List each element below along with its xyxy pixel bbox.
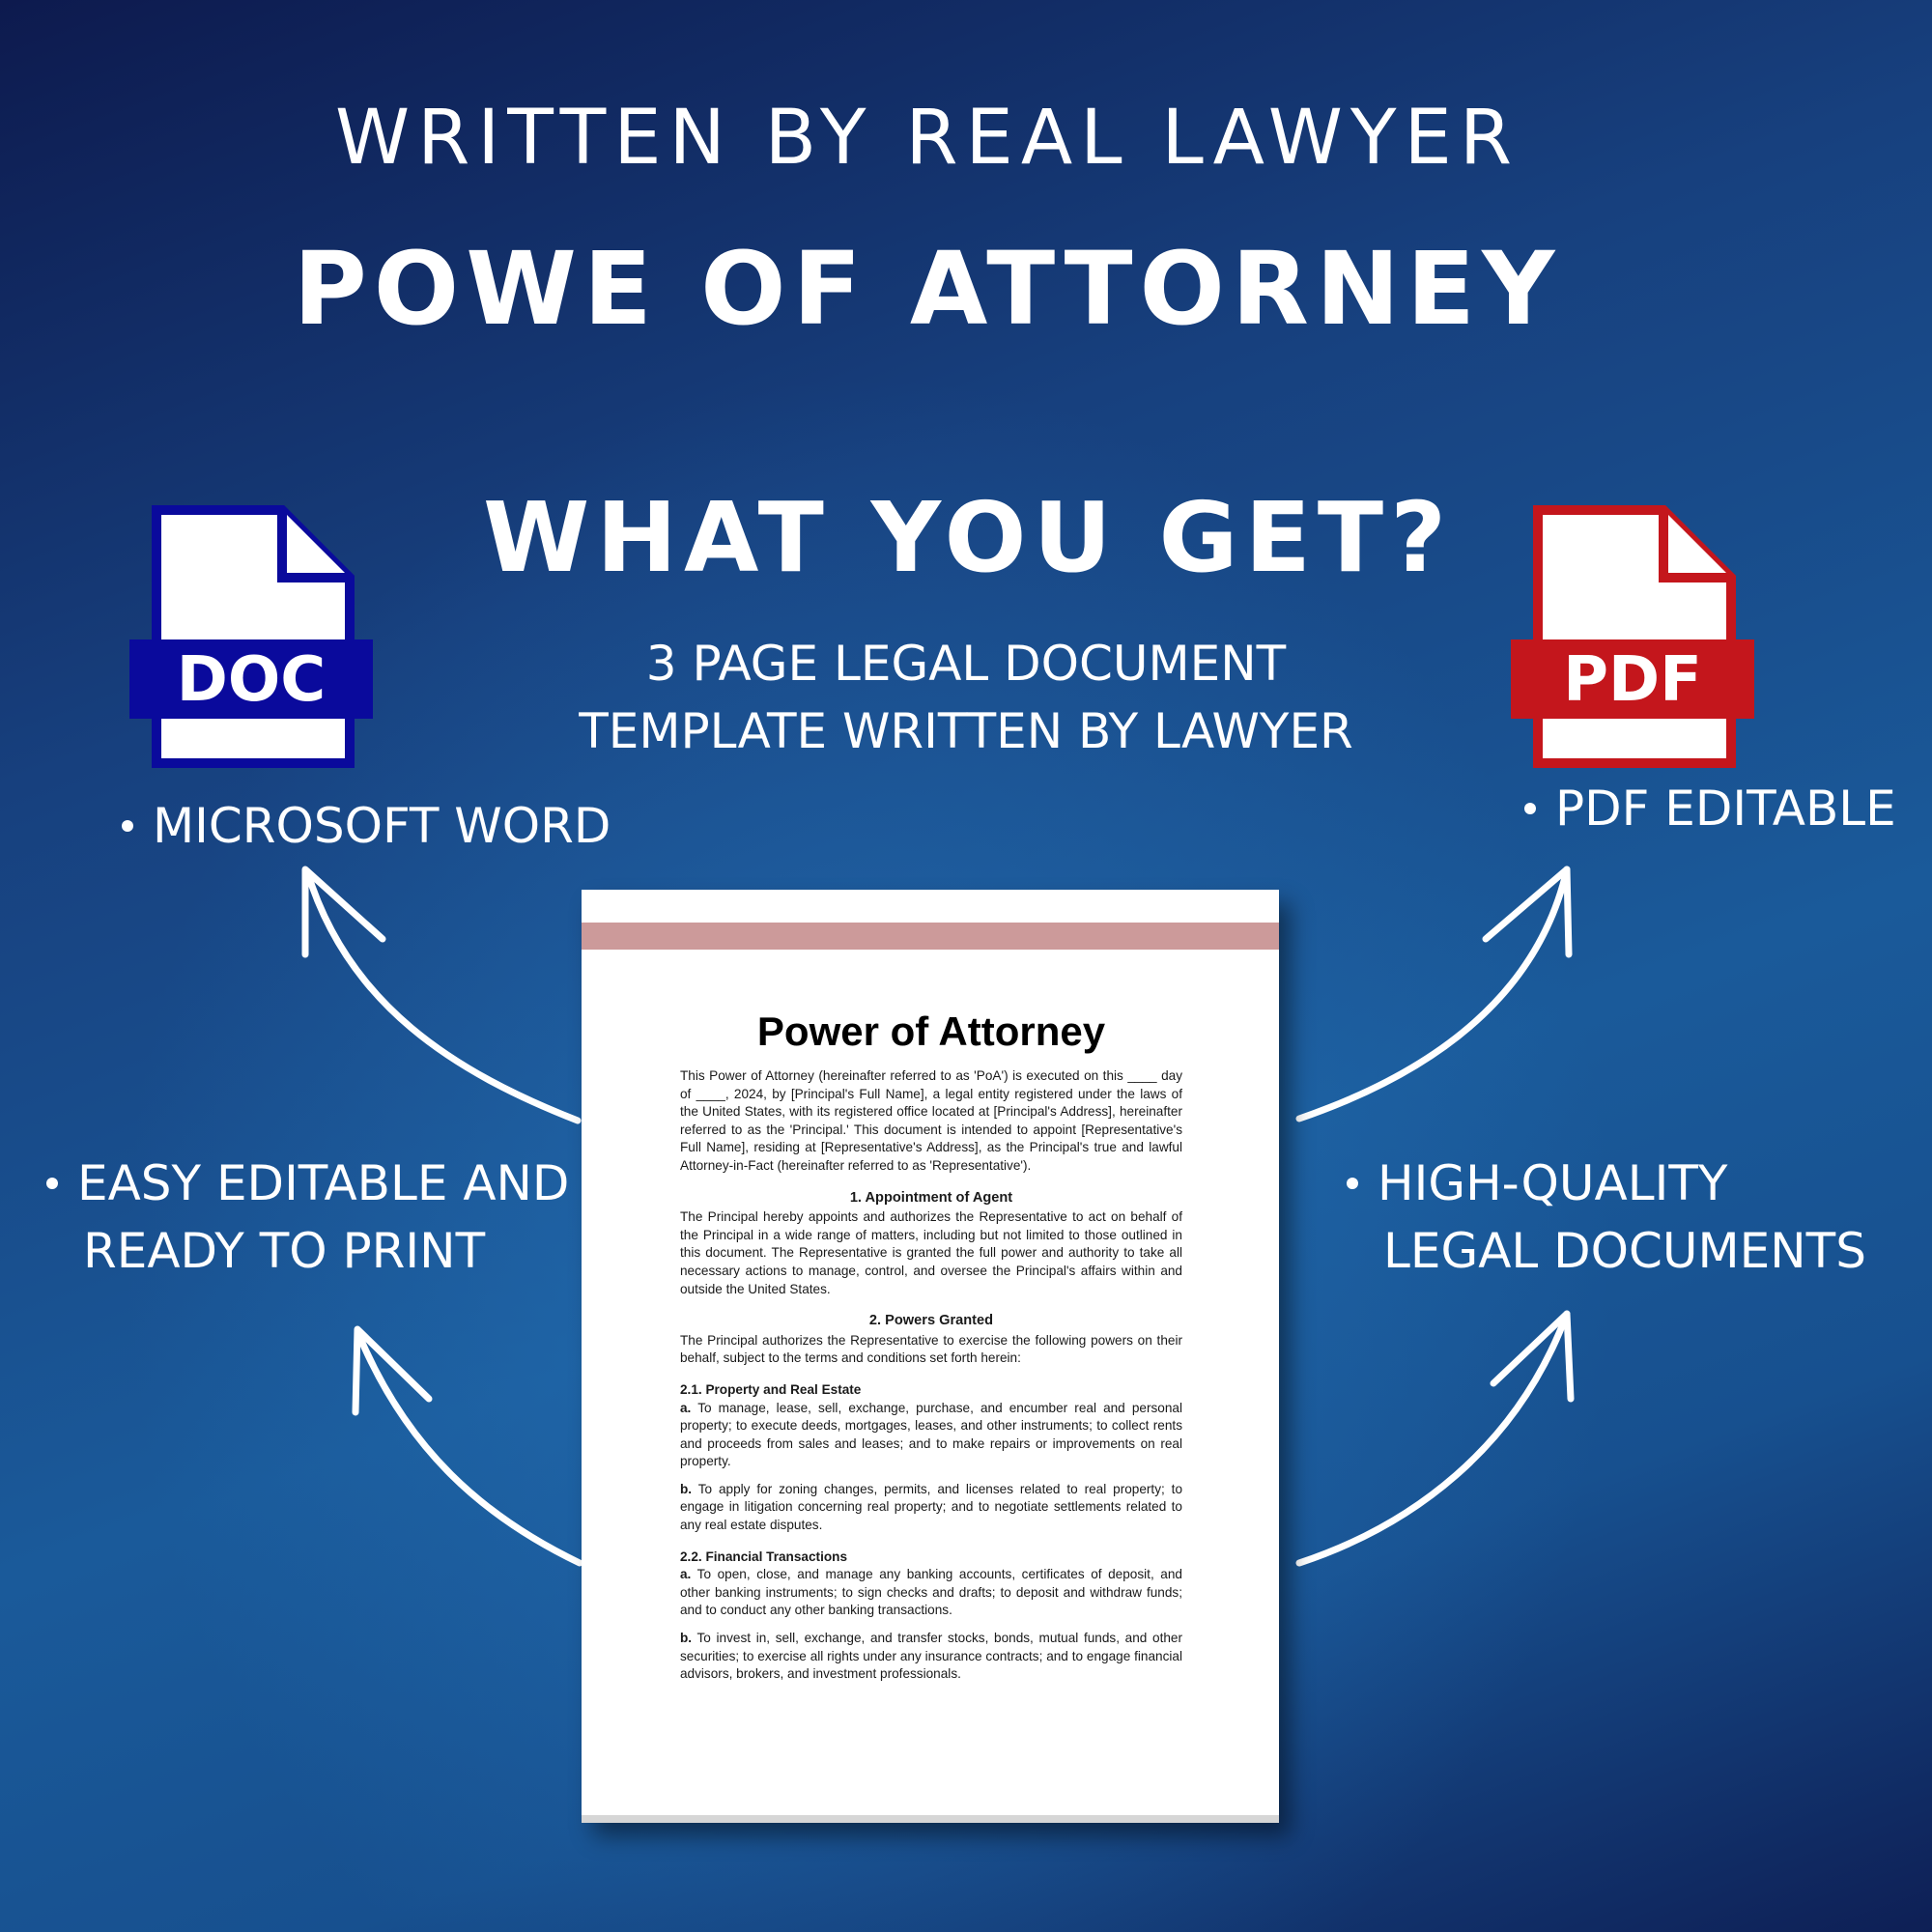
item-label: a. [680, 1400, 692, 1415]
feature-word-label: MICROSOFT WORD [153, 798, 611, 854]
pdf-file-icon: PDF [1509, 504, 1760, 784]
doc-icon-label: DOC [177, 644, 327, 716]
feature-quality-line-1: HIGH-QUALITY [1378, 1155, 1728, 1211]
feature-high-quality: HIGH-QUALITY LEGAL DOCUMENTS [1347, 1150, 1866, 1285]
feature-microsoft-word: MICROSOFT WORD [122, 792, 611, 860]
arrow-to-word-icon [303, 867, 582, 1124]
feature-editable-line-1: EASY EDITABLE AND [77, 1155, 570, 1211]
item-text: To manage, lease, sell, exchange, purcha… [680, 1400, 1182, 1469]
arrow-to-editable-icon [354, 1327, 583, 1567]
subsection-2-1-heading: 2.1. Property and Real Estate [680, 1381, 862, 1397]
feature-editable-line-2: READY TO PRINT [83, 1223, 486, 1279]
feature-easy-editable: EASY EDITABLE AND READY TO PRINT [46, 1150, 569, 1285]
document-header-band [582, 923, 1279, 950]
document-title: Power of Attorney [756, 1009, 1106, 1054]
item-label: b. [680, 1631, 693, 1646]
item-label: a. [680, 1567, 692, 1582]
subsection-2-1-b: b. To apply for zoning changes, permits,… [680, 1481, 1182, 1535]
subsection-2-2-heading: 2.2. Financial Transactions [680, 1548, 848, 1564]
item-label: b. [680, 1481, 693, 1496]
arrow-head-icon [1490, 1310, 1575, 1403]
section-2-text: The Principal authorizes the Representat… [680, 1332, 1182, 1366]
header-tagline: WRITTEN BY REAL LAWYER [334, 95, 1520, 182]
feature-quality-line-2: LEGAL DOCUMENTS [1383, 1223, 1866, 1279]
subtitle-line-1: 3 PAGE LEGAL DOCUMENT [645, 636, 1287, 692]
page-title: POWE OF ATTORNEY [293, 230, 1562, 348]
subsection-2-1-a: a. To manage, lease, sell, exchange, pur… [680, 1400, 1182, 1471]
what-you-get-heading: WHAT YOU GET? [483, 481, 1454, 594]
feature-pdf-editable: PDF EDITABLE [1524, 775, 1896, 842]
arrow-head-icon [301, 866, 386, 958]
arrow-to-quality-icon [1295, 1310, 1571, 1567]
bullet-dot [1524, 802, 1536, 814]
bullet-dot [1347, 1177, 1358, 1189]
pdf-icon-label: PDF [1563, 644, 1702, 716]
section-1-text: The Principal hereby appoints and author… [680, 1209, 1182, 1296]
item-text: To invest in, sell, exchange, and transf… [680, 1631, 1182, 1682]
document-preview: Power of Attorney This Power of Attorney… [582, 890, 1279, 1823]
subsection-2-2-b: b. To invest in, sell, exchange, and tra… [680, 1630, 1182, 1684]
item-text: To open, close, and manage any banking a… [680, 1567, 1182, 1618]
section-2-heading: 2. Powers Granted [868, 1313, 994, 1329]
product-subtitle: 3 PAGE LEGAL DOCUMENT TEMPLATE WRITTEN B… [483, 630, 1449, 765]
bullet-dot [46, 1177, 58, 1189]
bullet-dot [122, 819, 133, 832]
doc-file-icon: DOC [128, 504, 379, 784]
feature-pdf-label: PDF EDITABLE [1555, 781, 1896, 837]
document-intro: This Power of Attorney (hereinafter refe… [680, 1068, 1182, 1173]
arrow-to-pdf-icon [1295, 866, 1571, 1122]
section-1-heading: 1. Appointment of Agent [849, 1189, 1013, 1206]
arrow-head-icon [352, 1325, 433, 1416]
item-text: To apply for zoning changes, permits, an… [680, 1481, 1182, 1533]
document-bottom-edge [582, 1815, 1279, 1823]
document-body: Power of Attorney This Power of Attorney… [680, 1008, 1182, 1693]
arrow-head-icon [1482, 866, 1573, 958]
subsection-2-2-a: a. To open, close, and manage any bankin… [680, 1566, 1182, 1620]
subtitle-line-2: TEMPLATE WRITTEN BY LAWYER [579, 703, 1353, 759]
